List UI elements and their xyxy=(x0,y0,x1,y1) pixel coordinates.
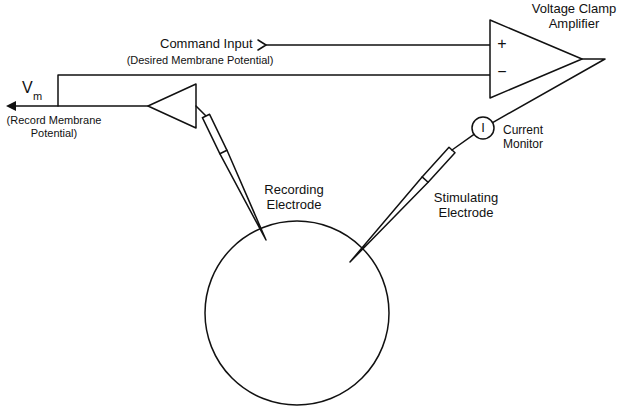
recording-amplifier-symbol xyxy=(148,84,196,128)
monitor-symbol-outline xyxy=(472,117,494,139)
node-outline xyxy=(490,20,582,98)
amplifier-label: Voltage Clamp Amplifier xyxy=(527,2,621,32)
monitor-symbol: I xyxy=(472,121,494,136)
electrode-shoulder xyxy=(220,150,227,153)
amplifier-triangle: Voltage Clamp Amplifier+− xyxy=(490,20,582,98)
potential-subscript: m xyxy=(33,90,45,103)
command-label: Command Input xyxy=(160,36,252,51)
electrode-wire xyxy=(196,106,206,116)
monitor-label: Current Monitor xyxy=(503,124,565,152)
command-input-chevron xyxy=(258,40,266,50)
amplifier-symbol xyxy=(490,20,582,98)
electrode-label: Stimulating Electrode xyxy=(428,190,504,220)
output-wire xyxy=(16,105,148,107)
output-arrowhead xyxy=(6,101,16,111)
record-note: (Record Membrane Potential) xyxy=(2,114,106,140)
recording-electrode-symbol xyxy=(202,114,266,240)
stimulus-wire xyxy=(452,134,474,150)
command-note: (Desired Membrane Potential) xyxy=(110,54,290,67)
feedback-wire xyxy=(58,75,490,106)
command-wire xyxy=(266,44,490,46)
current-monitor-circle: ICurrent Monitor xyxy=(472,117,494,139)
electrode-shoulder xyxy=(422,177,428,182)
minus-sign: − xyxy=(495,63,509,81)
plus-sign: + xyxy=(495,35,509,53)
electrode-label: Recording Electrode xyxy=(258,182,330,212)
